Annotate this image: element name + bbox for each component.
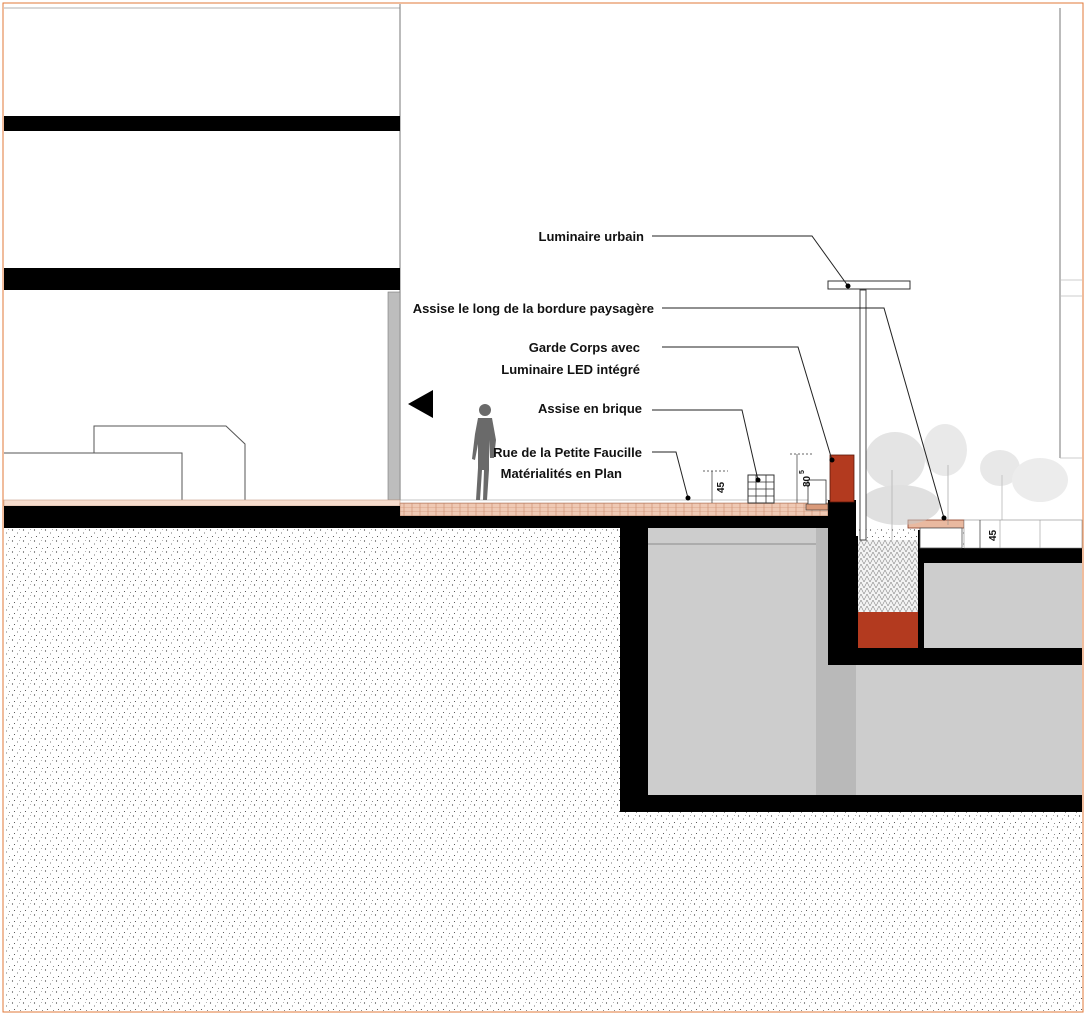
building-elevation [4, 4, 401, 501]
label-rue-line1: Rue de la Petite Faucille [493, 445, 642, 460]
label-assise-brique: Assise en brique [538, 401, 642, 416]
direction-arrow-icon [408, 390, 433, 418]
dimension-planter-seat-height: 45 [988, 529, 999, 541]
street-brick-paving [399, 502, 829, 517]
dimension-bench-height: 45 [716, 481, 727, 493]
dimension-guardrail-height-sup: 5 [799, 470, 806, 474]
street-light [827, 280, 911, 541]
basement-structure [620, 500, 1082, 812]
label-garde-corps-line2: Luminaire LED intégré [501, 362, 640, 377]
planter-bench [907, 519, 1083, 549]
annotation-leaders [652, 235, 947, 521]
label-rue-line2: Matérialités en Plan [501, 466, 622, 481]
label-assise-bordure: Assise le long de la bordure paysagère [413, 301, 654, 316]
sidewalk-paving [3, 499, 401, 507]
dimension-guardrail-height: 80 [802, 475, 813, 487]
landscape-trees [860, 424, 1068, 540]
person-silhouette-icon [472, 404, 496, 500]
dimension-marks [703, 453, 981, 548]
street-brick-bench [747, 474, 775, 504]
guardrail [805, 454, 855, 511]
label-garde-corps-line1: Garde Corps avec [529, 340, 640, 355]
street-slab [4, 506, 400, 528]
background-building [1059, 8, 1082, 459]
street-slab-right [400, 516, 832, 528]
label-luminaire-urbain: Luminaire urbain [539, 229, 645, 244]
